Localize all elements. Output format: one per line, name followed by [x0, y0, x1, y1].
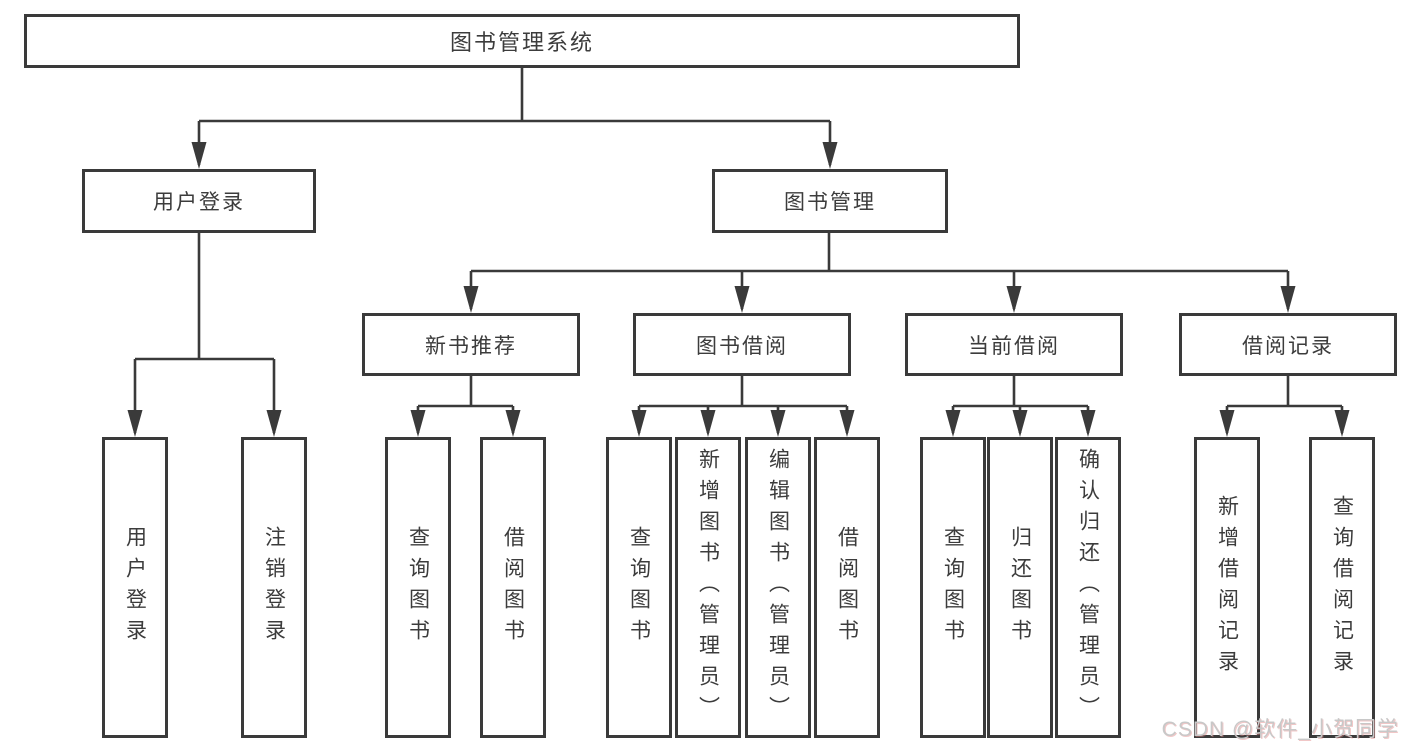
node-book-management: 图书管理 [712, 169, 948, 233]
node-label: 编辑图书（管理员） [766, 448, 790, 727]
leaf-borrow-books: 借阅图书 [814, 437, 880, 738]
node-label: 图书借阅 [696, 334, 788, 358]
arrowhead [822, 142, 838, 169]
node-label: 注销登录 [262, 525, 286, 650]
node-borrow-records: 借阅记录 [1179, 313, 1397, 376]
leaf-edit-books-admin: 编辑图书（管理员） [745, 437, 811, 738]
csdn-watermark: CSDN @软件_小贺同学 [1161, 718, 1399, 741]
leaf-user-login: 用户登录 [102, 437, 168, 738]
leaf-logout: 注销登录 [241, 437, 307, 738]
leaf-query-books: 查询图书 [606, 437, 672, 738]
leaf-query-borrow-record: 查询借阅记录 [1309, 437, 1375, 738]
node-label: 图书管理 [784, 191, 876, 214]
node-label: 新增图书（管理员） [696, 448, 720, 727]
leaf-query-books: 查询图书 [385, 437, 451, 738]
leaf-borrow-books: 借阅图书 [480, 437, 546, 738]
node-label: 新增借阅记录 [1215, 494, 1239, 681]
node-label: 归还图书 [1008, 525, 1032, 650]
node-label: 借阅图书 [501, 525, 525, 650]
node-label: 查询图书 [406, 525, 430, 650]
node-book-borrow: 图书借阅 [633, 313, 851, 376]
node-label: 查询图书 [627, 525, 651, 650]
leaf-add-borrow-record: 新增借阅记录 [1194, 437, 1260, 738]
node-label: 用户登录 [123, 525, 147, 650]
node-label: 借阅图书 [835, 525, 859, 650]
node-label: 查询借阅记录 [1330, 494, 1354, 681]
leaf-query-books: 查询图书 [920, 437, 986, 738]
node-current-borrow: 当前借阅 [905, 313, 1123, 376]
leaf-add-books-admin: 新增图书（管理员） [675, 437, 741, 738]
node-label: 用户登录 [153, 191, 245, 214]
node-user-login: 用户登录 [82, 169, 316, 233]
node-library-management-system: 图书管理系统 [24, 14, 1020, 68]
node-label: 图书管理系统 [449, 30, 594, 55]
leaf-return-books: 归还图书 [987, 437, 1053, 738]
node-label: 查询图书 [941, 525, 965, 650]
arrowhead [191, 142, 207, 169]
node-label: 当前借阅 [968, 334, 1060, 358]
node-label: 新书推荐 [425, 334, 517, 358]
node-label: 借阅记录 [1242, 334, 1334, 358]
leaf-confirm-return-admin: 确认归还（管理员） [1055, 437, 1121, 738]
node-new-book-recommend: 新书推荐 [362, 313, 580, 376]
node-label: 确认归还（管理员） [1076, 448, 1100, 727]
